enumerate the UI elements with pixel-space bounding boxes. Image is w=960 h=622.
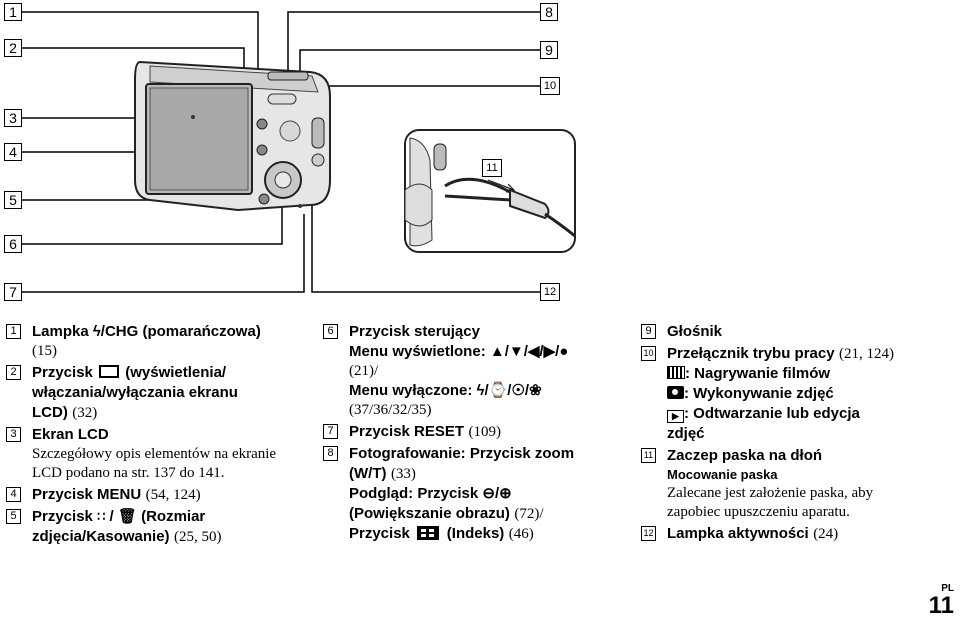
item-title: Przycisk RESET — [349, 423, 465, 440]
item-title: Ekran LCD — [32, 426, 109, 443]
language-code: PL — [941, 583, 954, 594]
item-1: 1 Lampka ϟ/CHG (pomarańczowa) (15) — [6, 322, 306, 361]
item-10: 10 Przełącznik trybu pracy (21, 124) : N… — [641, 344, 951, 444]
callout-1: 1 — [4, 3, 22, 21]
item-line: Podgląd: Przycisk ⊖/⊕ — [349, 485, 512, 502]
item-line: Przycisk — [349, 525, 410, 542]
item-number: 12 — [641, 526, 656, 541]
item-line: Menu wyłączone: ϟ/⌚/☉/❀ — [349, 382, 542, 399]
item-line: zdjęć — [667, 425, 705, 442]
item-line: (W/T) — [349, 465, 387, 482]
callout-9: 9 — [540, 41, 558, 59]
column-1: 1 Lampka ϟ/CHG (pomarańczowa) (15) 2 Prz… — [6, 322, 306, 549]
image-size-icon: ∷ — [97, 509, 106, 524]
item-line: (Indeks) — [446, 525, 505, 542]
page-ref: (15) — [32, 343, 57, 359]
column-2: 6 Przycisk sterujący Menu wyświetlone: ▲… — [323, 322, 623, 546]
item-number: 11 — [641, 448, 656, 463]
display-button-icon — [99, 365, 120, 378]
item-line: (Powiększanie obrazu) — [349, 505, 510, 522]
item-12: 12 Lampka aktywności (24) — [641, 524, 951, 544]
item-subtitle: Mocowanie paska — [667, 467, 778, 482]
callout-6: 6 — [4, 235, 22, 253]
item-9: 9 Głośnik — [641, 322, 951, 342]
item-title-cont: (wyświetlenia/ — [125, 364, 227, 381]
item-line: : Nagrywanie filmów — [685, 365, 831, 382]
page-number: 11 — [928, 592, 954, 619]
item-title: Zaczep paska na dłoń — [667, 447, 823, 464]
page-ref: (72)/ — [514, 506, 544, 522]
item-title: Głośnik — [667, 323, 723, 340]
item-title-cont: (Rozmiar — [141, 508, 206, 525]
item-2: 2 Przycisk (wyświetlenia/ włączania/wyłą… — [6, 363, 306, 423]
page-ref: (109) — [468, 424, 502, 440]
item-title-cont: LCD) — [32, 404, 68, 421]
item-number: 3 — [6, 427, 21, 442]
camera-body — [134, 60, 331, 212]
item-desc: zapobiec upuszczeniu aparatu. — [667, 504, 850, 520]
item-title: Przycisk sterujący — [349, 323, 480, 340]
item-number: 4 — [6, 487, 21, 502]
callout-10: 10 — [540, 77, 560, 95]
callout-5: 5 — [4, 191, 22, 209]
camera-diagram: 1 2 3 4 5 6 7 8 9 10 11 12 — [0, 0, 960, 310]
callout-3: 3 — [4, 109, 22, 127]
callout-4: 4 — [4, 143, 22, 161]
item-number: 9 — [641, 324, 656, 339]
callout-2: 2 — [4, 39, 22, 57]
callout-12: 12 — [540, 283, 560, 301]
page-ref: (21)/ — [349, 363, 379, 379]
page-ref: (25, 50) — [174, 529, 222, 545]
callout-7: 7 — [4, 283, 22, 301]
item-8: 8 Fotografowanie: Przycisk zoom (W/T) (3… — [323, 444, 623, 544]
item-5: 5 Przycisk ∷ / 🗑︎ (Rozmiar zdjęcia/Kasow… — [6, 507, 306, 547]
trash-icon: 🗑︎ — [117, 508, 137, 525]
item-7: 7 Przycisk RESET (109) — [323, 422, 623, 442]
item-title: Lampka ϟ/CHG (pomarańczowa) — [32, 323, 261, 340]
item-title: Lampka aktywności — [667, 525, 809, 542]
item-desc: LCD podano na str. 137 do 141. — [32, 465, 225, 481]
item-number: 6 — [323, 324, 338, 339]
page-ref: (54, 124) — [145, 487, 201, 503]
playback-icon: ▶ — [667, 410, 684, 423]
page-ref: (37/36/32/35) — [349, 402, 432, 418]
item-title: Przycisk — [32, 364, 93, 381]
column-3: 9 Głośnik 10 Przełącznik trybu pracy (21… — [641, 322, 951, 546]
camera-illustration — [22, 11, 576, 293]
item-number: 7 — [323, 424, 338, 439]
page-ref: (24) — [813, 526, 839, 542]
item-desc: Szczegółowy opis elementów na ekranie — [32, 446, 277, 462]
item-title: Przycisk — [32, 508, 93, 525]
item-number: 2 — [6, 365, 21, 380]
item-line: : Odtwarzanie lub edycja — [684, 405, 860, 422]
index-icon — [417, 526, 440, 540]
page-ref: (33) — [390, 466, 416, 482]
item-line: : Wykonywanie zdjęć — [684, 385, 834, 402]
page-footer: PL 11 — [929, 584, 954, 618]
item-desc: Zalecane jest założenie paska, aby — [667, 485, 874, 501]
callout-11: 11 — [482, 159, 502, 177]
item-line: Menu wyświetlone: ▲/▼/◀/▶/● — [349, 343, 569, 360]
callout-8: 8 — [540, 3, 558, 21]
item-title-cont: zdjęcia/Kasowanie) — [32, 528, 170, 545]
page-ref: (21, 124) — [839, 346, 895, 362]
item-number: 8 — [323, 446, 338, 461]
item-6: 6 Przycisk sterujący Menu wyświetlone: ▲… — [323, 322, 623, 420]
page-ref: (46) — [508, 526, 534, 542]
item-number: 5 — [6, 509, 21, 524]
item-11: 11 Zaczep paska na dłoń Mocowanie paska … — [641, 446, 951, 522]
strap-inset — [404, 129, 576, 253]
item-line: Fotografowanie: Przycisk zoom — [349, 445, 575, 462]
item-3: 3 Ekran LCD Szczegółowy opis elementów n… — [6, 425, 306, 483]
item-4: 4 Przycisk MENU (54, 124) — [6, 485, 306, 505]
item-number: 10 — [641, 346, 656, 361]
item-number: 1 — [6, 324, 21, 339]
item-title-cont: włączania/wyłączania ekranu — [32, 384, 238, 401]
page-ref: (32) — [72, 405, 98, 421]
item-title: Przełącznik trybu pracy — [667, 345, 835, 362]
movie-icon — [667, 366, 685, 379]
item-title: Przycisk MENU — [32, 486, 142, 503]
camera-icon — [667, 386, 684, 399]
